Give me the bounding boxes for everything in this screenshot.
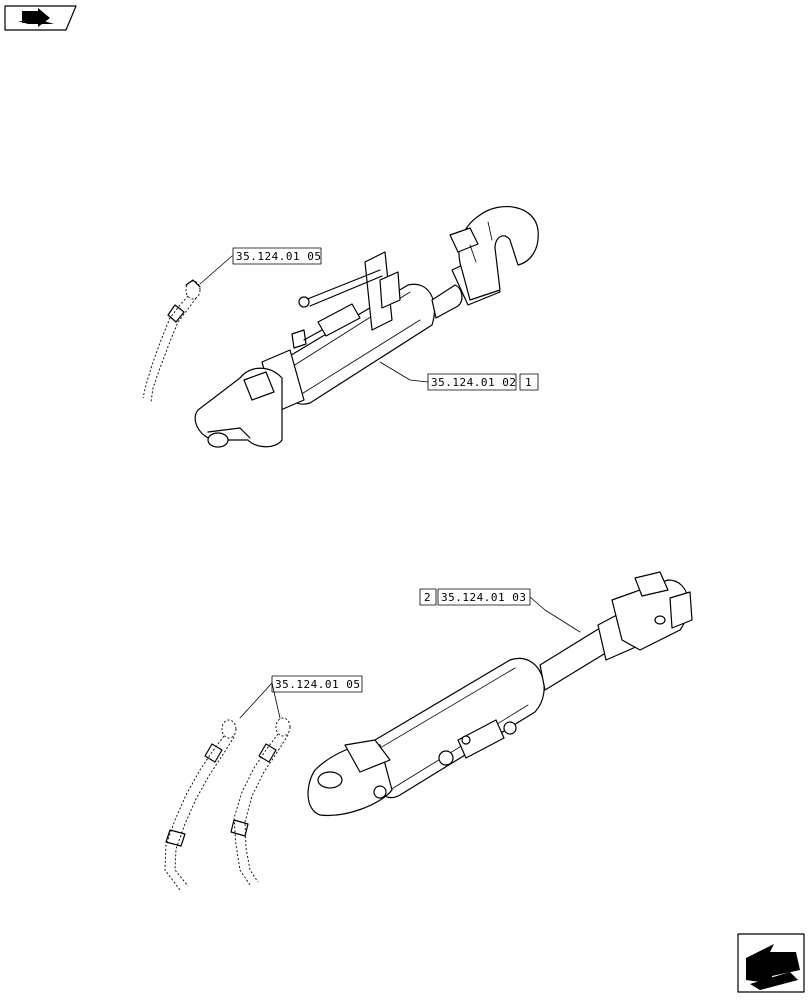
ref-label-upper-cylinder[interactable]: 35.124.01 02	[427, 373, 517, 391]
svg-text:35.124.01 03: 35.124.01 03	[441, 591, 526, 604]
next-page-arrow-icon[interactable]	[737, 933, 805, 993]
ref-label-lower-hose[interactable]: 35.124.01 05	[271, 675, 363, 693]
lower-hose-leader-right	[271, 682, 281, 719]
svg-text:35.124.01 05: 35.124.01 05	[236, 250, 321, 263]
lower-hose-leader-left	[239, 682, 273, 719]
upper-hose-drawing	[142, 279, 201, 403]
lower-hose-drawing	[164, 717, 291, 891]
svg-text:35.124.01 02: 35.124.01 02	[431, 376, 516, 389]
svg-text:35.124.01 05: 35.124.01 05	[275, 678, 360, 691]
upper-hose-leader	[199, 255, 233, 285]
upper-cylinder-drawing	[194, 206, 539, 448]
ref-label-lower-cylinder[interactable]: 35.124.01 03	[437, 588, 531, 606]
lower-cylinder-drawing	[307, 571, 693, 817]
item-number-1[interactable]: 1	[519, 373, 539, 391]
svg-text:1: 1	[525, 376, 532, 389]
lower-cylinder-leader	[529, 596, 581, 633]
item-number-2[interactable]: 2	[419, 588, 437, 606]
svg-text:2: 2	[424, 591, 431, 604]
upper-cylinder-leader	[379, 361, 429, 383]
book-arrow-icon[interactable]	[4, 5, 77, 31]
ref-label-upper-hose[interactable]: 35.124.01 05	[232, 247, 322, 265]
